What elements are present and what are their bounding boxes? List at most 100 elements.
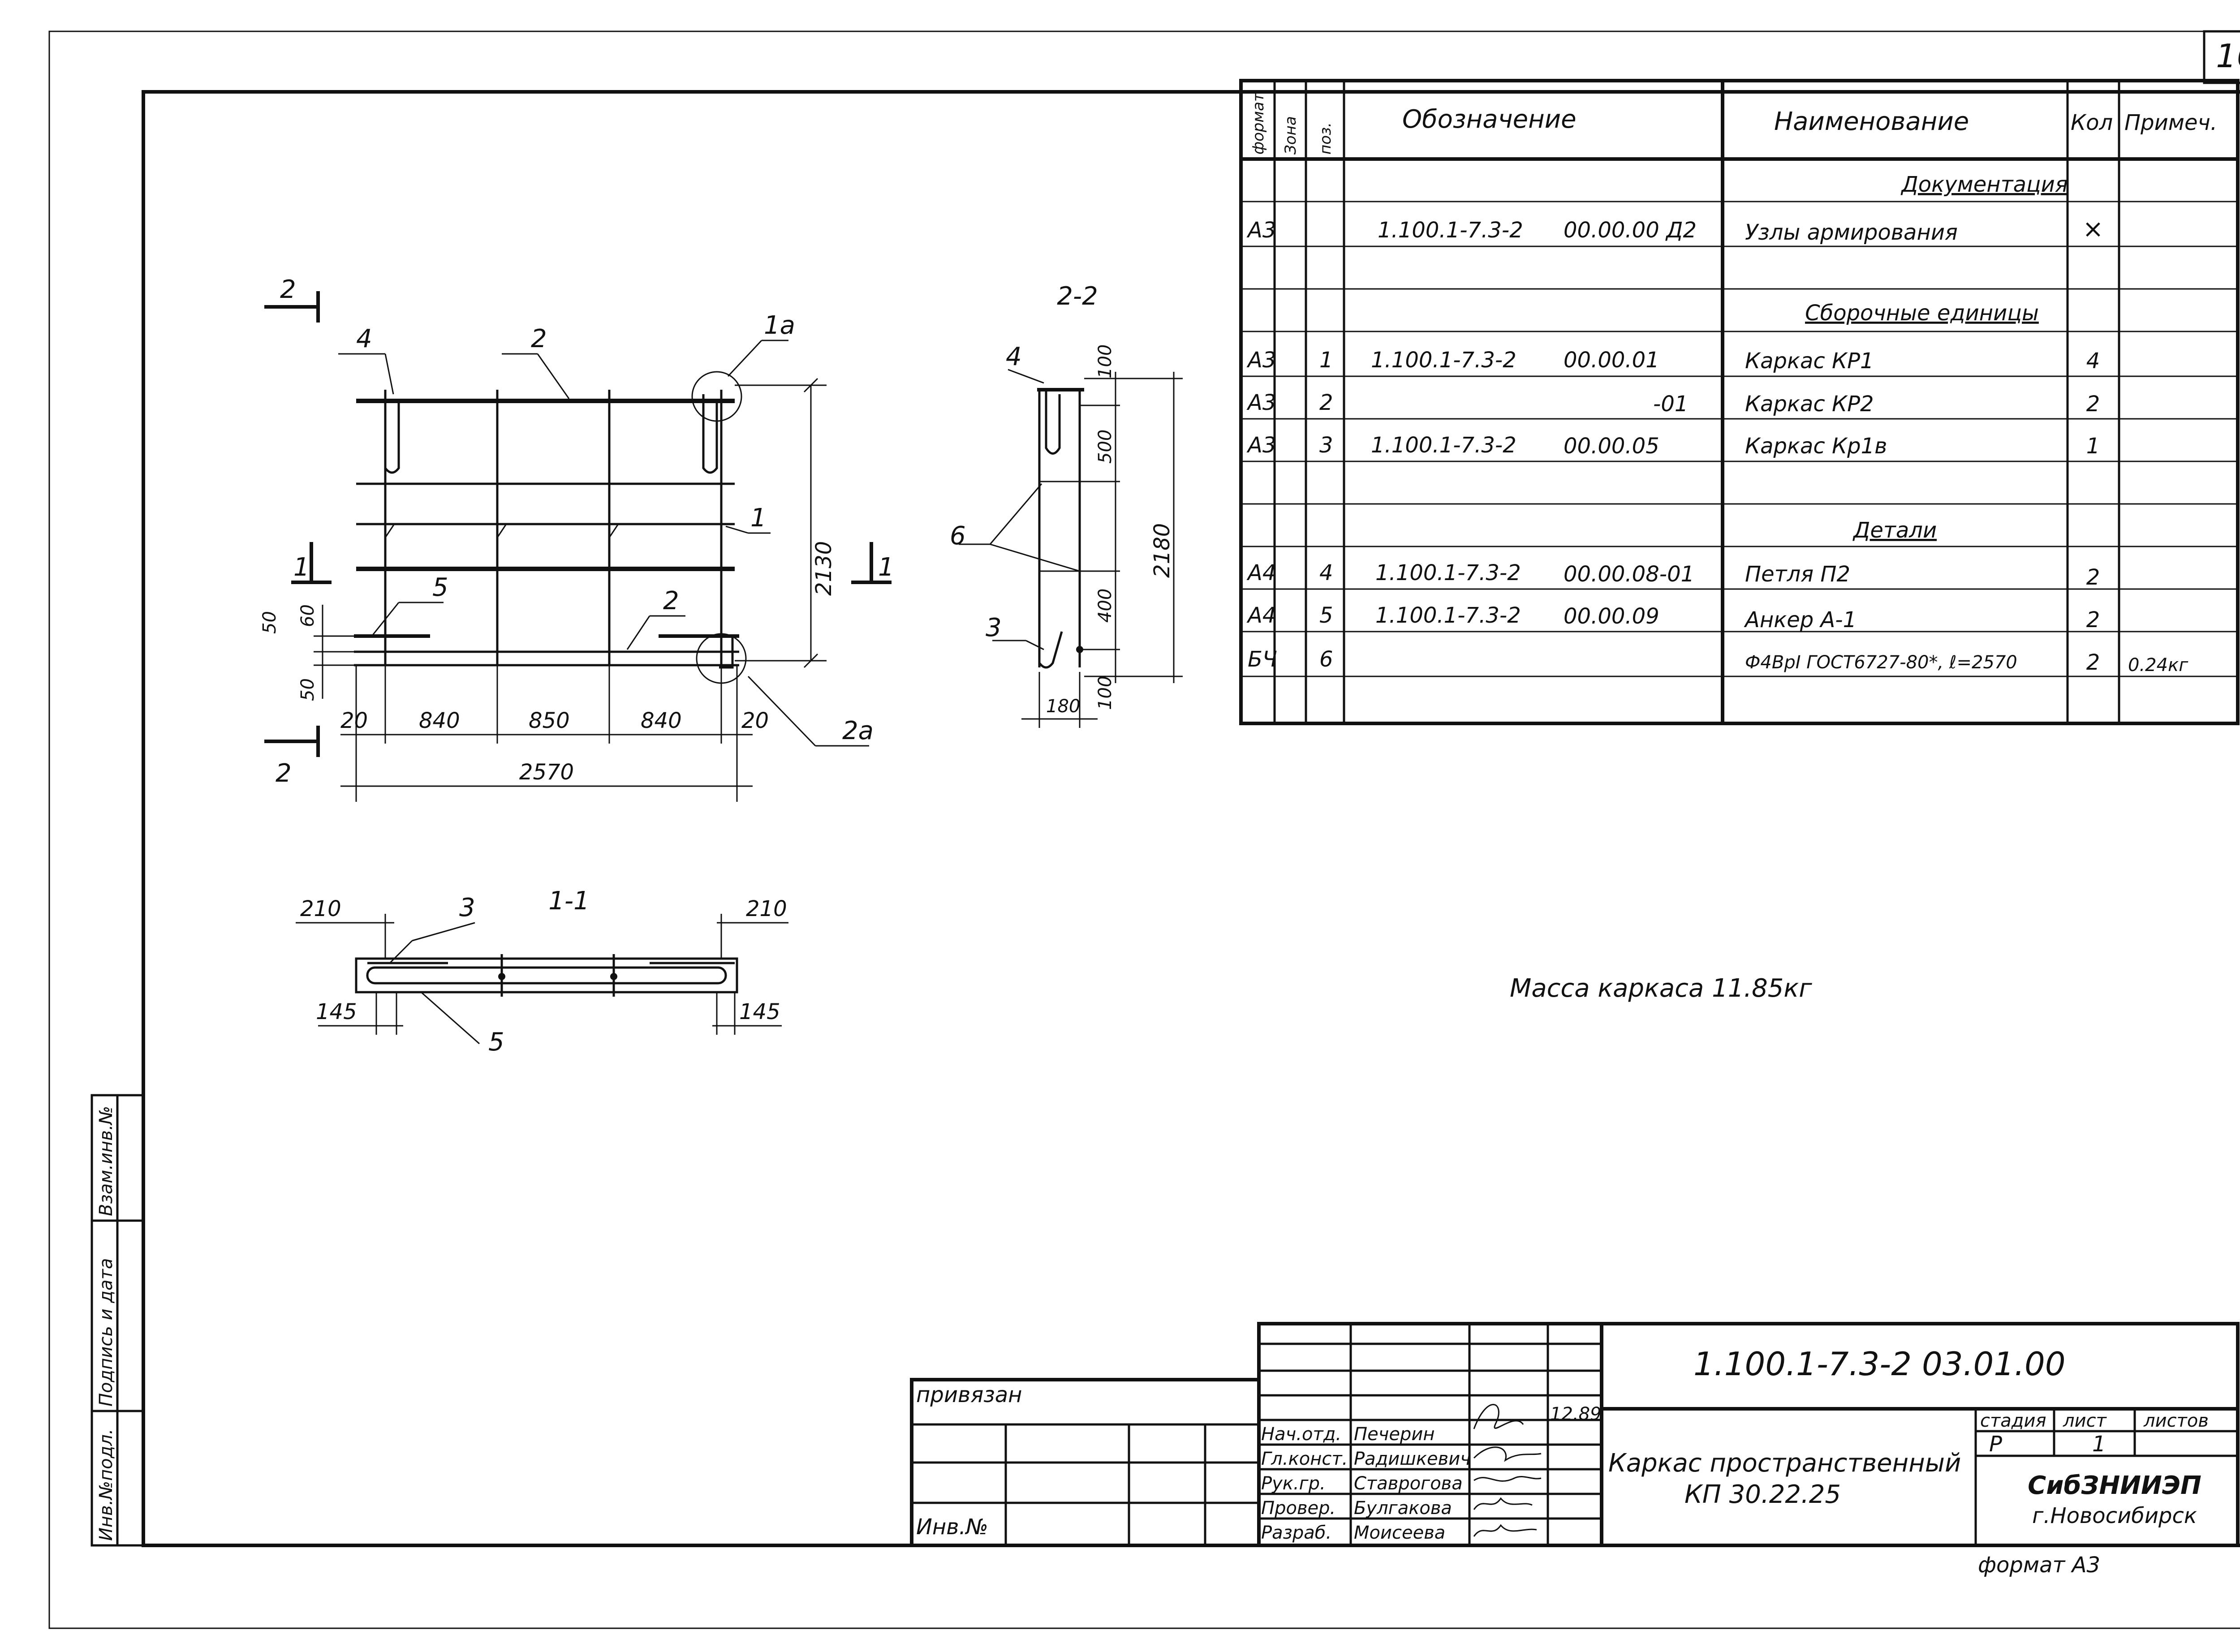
- callout-4-section: 4: [1006, 342, 1022, 371]
- row-pos: 4: [1319, 560, 1333, 585]
- section-details: Детали: [1852, 518, 1937, 543]
- privyazan-block: привязан Инв.№: [910, 1378, 1261, 1547]
- row-code: 00.00.09: [1564, 604, 1659, 629]
- sig-role: Гл.конст.: [1261, 1449, 1348, 1469]
- row-doc: 1.100.1-7.3-2: [1375, 560, 1521, 585]
- sheets-label: листов: [2143, 1411, 2209, 1431]
- row-qty: 4: [2086, 348, 2100, 374]
- section-2-2-title: 2-2: [1057, 282, 1098, 311]
- row-code: 00.00.05: [1564, 434, 1659, 459]
- row-qty: 2: [2086, 391, 2100, 417]
- dim-bottom-850: 850: [529, 708, 570, 733]
- spec-table: формат Зона поз. Обозначение Наименовани…: [1239, 79, 2240, 725]
- sig-name: Булгакова: [1354, 1498, 1452, 1519]
- title-line1: Каркас пространственный: [1608, 1449, 1961, 1478]
- signature-scribble: [1473, 1404, 1524, 1429]
- row-qty: 1: [2086, 434, 2100, 459]
- row-qty: 2: [2086, 565, 2100, 590]
- dim-11-bottom-left: 145: [316, 999, 357, 1024]
- row-name: Петля П2: [1745, 562, 1850, 587]
- left-strip: Инв.№подл. Подпись и дата Взам.инв.№: [90, 1094, 145, 1547]
- strip-replace-label: Взам.инв.№: [96, 1106, 116, 1216]
- dim-right-100b: 100: [1095, 676, 1116, 710]
- dim-22-width: 180: [1046, 696, 1080, 717]
- sig-name: Моисеева: [1354, 1523, 1445, 1543]
- row-doc: 1.100.1-7.3-2: [1375, 603, 1521, 628]
- callout-2: 2: [531, 324, 547, 353]
- title-block: 1.100.1-7.3-2 03.01.00 Каркас пространст…: [1600, 1322, 2240, 1547]
- row-format: А3: [1246, 390, 1276, 415]
- row-name: Каркас Кр1в: [1745, 434, 1887, 459]
- designation: 1.100.1-7.3-2 03.01.00: [1693, 1345, 2066, 1383]
- rebar-dot: [610, 973, 617, 980]
- sig-role: Нач.отд.: [1261, 1424, 1341, 1445]
- signature-scribble: [1473, 1476, 1542, 1482]
- organization: СибЗНИИЭП: [2028, 1471, 2201, 1500]
- dim-11-top-left: 210: [300, 896, 341, 921]
- callout-1: 1: [750, 503, 767, 533]
- callout-5-section: 5: [488, 1028, 504, 1057]
- section-1-1-title: 1-1: [548, 886, 589, 916]
- row-code: 00.00.08-01: [1564, 562, 1694, 587]
- strip-inv-label: Инв.№подл.: [96, 1428, 116, 1541]
- row-pos: 3: [1319, 433, 1333, 458]
- section-2-2: 2-2 4 6 3 100 500 400 100 2180: [950, 282, 1183, 728]
- row-format: А4: [1246, 603, 1276, 628]
- stage-label: стадия: [1980, 1411, 2046, 1431]
- dim-left-50: 50: [259, 611, 280, 634]
- callout-3: 3: [986, 613, 1002, 642]
- row-doc: 1.100.1-7.3-2: [1371, 433, 1516, 458]
- dim-left-60: 60: [297, 604, 318, 627]
- outer-frame: [48, 30, 2240, 1629]
- row-doc: 1.100.1-7.3-2: [1371, 348, 1516, 373]
- sig-role: Разраб.: [1261, 1523, 1331, 1543]
- dim-right-400: 400: [1095, 589, 1116, 623]
- row-pos: 6: [1319, 647, 1333, 672]
- row-format: А3: [1246, 433, 1276, 458]
- format-note: формат А3: [1978, 1553, 2100, 1578]
- hdr-designation: Обозначение: [1402, 105, 1577, 134]
- sig-date: 12.89: [1550, 1404, 1602, 1424]
- callout-6: 6: [950, 521, 966, 551]
- sig-name: Печерин: [1354, 1424, 1434, 1445]
- callout-2a: 2а: [842, 716, 874, 745]
- main-view: 4 2 1а 1 5 2 2а 2 2 1 1 2130 50 60 5: [259, 275, 894, 802]
- hdr-pos: поз.: [1317, 122, 1335, 155]
- title-line2: КП 30.22.25: [1684, 1480, 1841, 1509]
- row-pos: 2: [1319, 390, 1333, 415]
- section-2-top: 2: [280, 275, 296, 304]
- dim-bottom-20b: 20: [741, 708, 769, 733]
- section-1-right: 1: [878, 553, 894, 582]
- sig-role: Рук.гр.: [1261, 1473, 1326, 1494]
- row-pos: 1: [1319, 348, 1333, 373]
- callout-3-section: 3: [459, 893, 475, 922]
- dim-22-total: 2180: [1150, 523, 1175, 578]
- page-number: 16: [2216, 37, 2240, 75]
- row-name: Каркас КР2: [1745, 391, 1874, 417]
- dim-total-width: 2570: [519, 760, 574, 785]
- callout-2-lower: 2: [663, 586, 679, 615]
- row-qty: ×: [2083, 215, 2104, 244]
- row-name: Узлы армирования: [1745, 220, 1958, 245]
- sig-name: Радишкевич: [1354, 1449, 1471, 1469]
- row-name: Каркас КР1: [1745, 348, 1874, 374]
- row-pos: 5: [1319, 603, 1333, 628]
- hdr-qty: Кол: [2071, 110, 2113, 135]
- dim-11-bottom-right: 145: [739, 999, 780, 1024]
- callout-4: 4: [356, 324, 372, 353]
- inv-number-label: Инв.№: [916, 1514, 988, 1540]
- hdr-name: Наименование: [1774, 107, 1969, 136]
- row-code: 00.00.00 Д2: [1564, 218, 1697, 243]
- row-qty: 2: [2086, 607, 2100, 632]
- sig-role: Провер.: [1261, 1498, 1335, 1519]
- row-format: А3: [1246, 348, 1276, 373]
- dim-bottom-840b: 840: [641, 708, 682, 733]
- hdr-zone: Зона: [1282, 116, 1300, 155]
- signature-scribble: [1473, 1446, 1542, 1462]
- row-doc: 1.100.1-7.3-2: [1378, 218, 1523, 243]
- row-note: 0.24кг: [2128, 655, 2188, 675]
- signature-scribble: [1473, 1524, 1537, 1537]
- row-name: Анкер А-1: [1744, 607, 1857, 632]
